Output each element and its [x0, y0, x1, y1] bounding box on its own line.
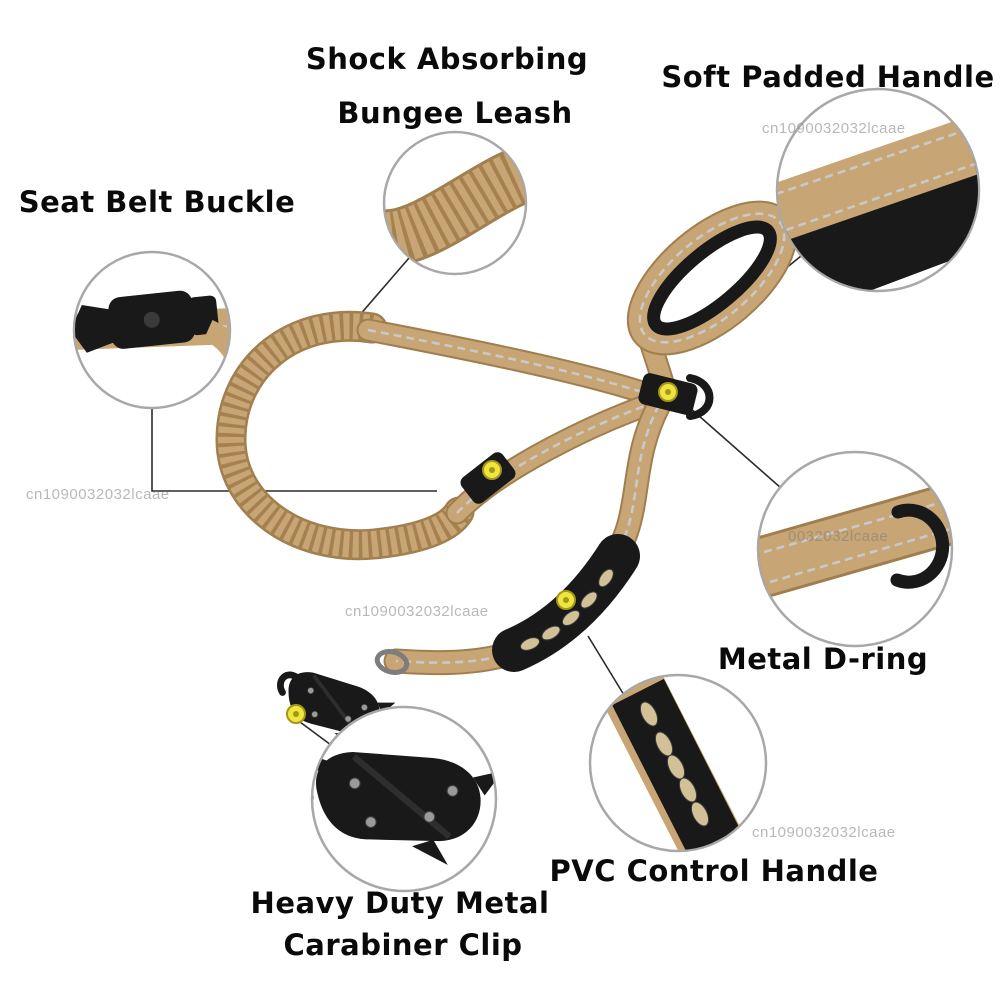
label-padded-handle: Soft Padded Handle	[661, 60, 995, 94]
pvc-connector-line	[587, 635, 625, 696]
label-carabiner-line1: Heavy Duty Metal	[250, 886, 550, 920]
padded-handle	[626, 200, 798, 356]
hotspot-icon	[658, 382, 678, 402]
callout-carabiner-closeup	[310, 705, 498, 893]
hotspot-icon	[482, 460, 502, 480]
callout-seat-belt-buckle-closeup	[72, 250, 232, 410]
hotspot-icon	[286, 704, 306, 724]
pvc-control-handle	[492, 534, 640, 672]
label-d-ring: Metal D-ring	[717, 642, 929, 676]
hotspot-icon	[556, 590, 576, 610]
label-pvc-handle: PVC Control Handle	[549, 854, 879, 888]
label-seat-belt-buckle: Seat Belt Buckle	[18, 185, 296, 219]
callout-padded-handle-closeup	[775, 87, 981, 293]
attachment-ring	[374, 649, 410, 675]
carabiner-connector-line	[299, 721, 332, 746]
label-carabiner-line2: Carabiner Clip	[283, 928, 523, 962]
buckle-connector-line	[151, 408, 437, 492]
dring-connector-line	[689, 407, 782, 489]
hotspots	[286, 382, 678, 724]
callout-d-ring-closeup	[756, 450, 954, 648]
label-bungee-line2: Bungee Leash	[337, 96, 573, 130]
callout-lines	[151, 255, 802, 746]
callout-bungee-closeup	[382, 130, 528, 276]
label-bungee-line1: Shock Absorbing	[305, 42, 589, 76]
callout-pvc-handle-closeup	[588, 673, 768, 853]
